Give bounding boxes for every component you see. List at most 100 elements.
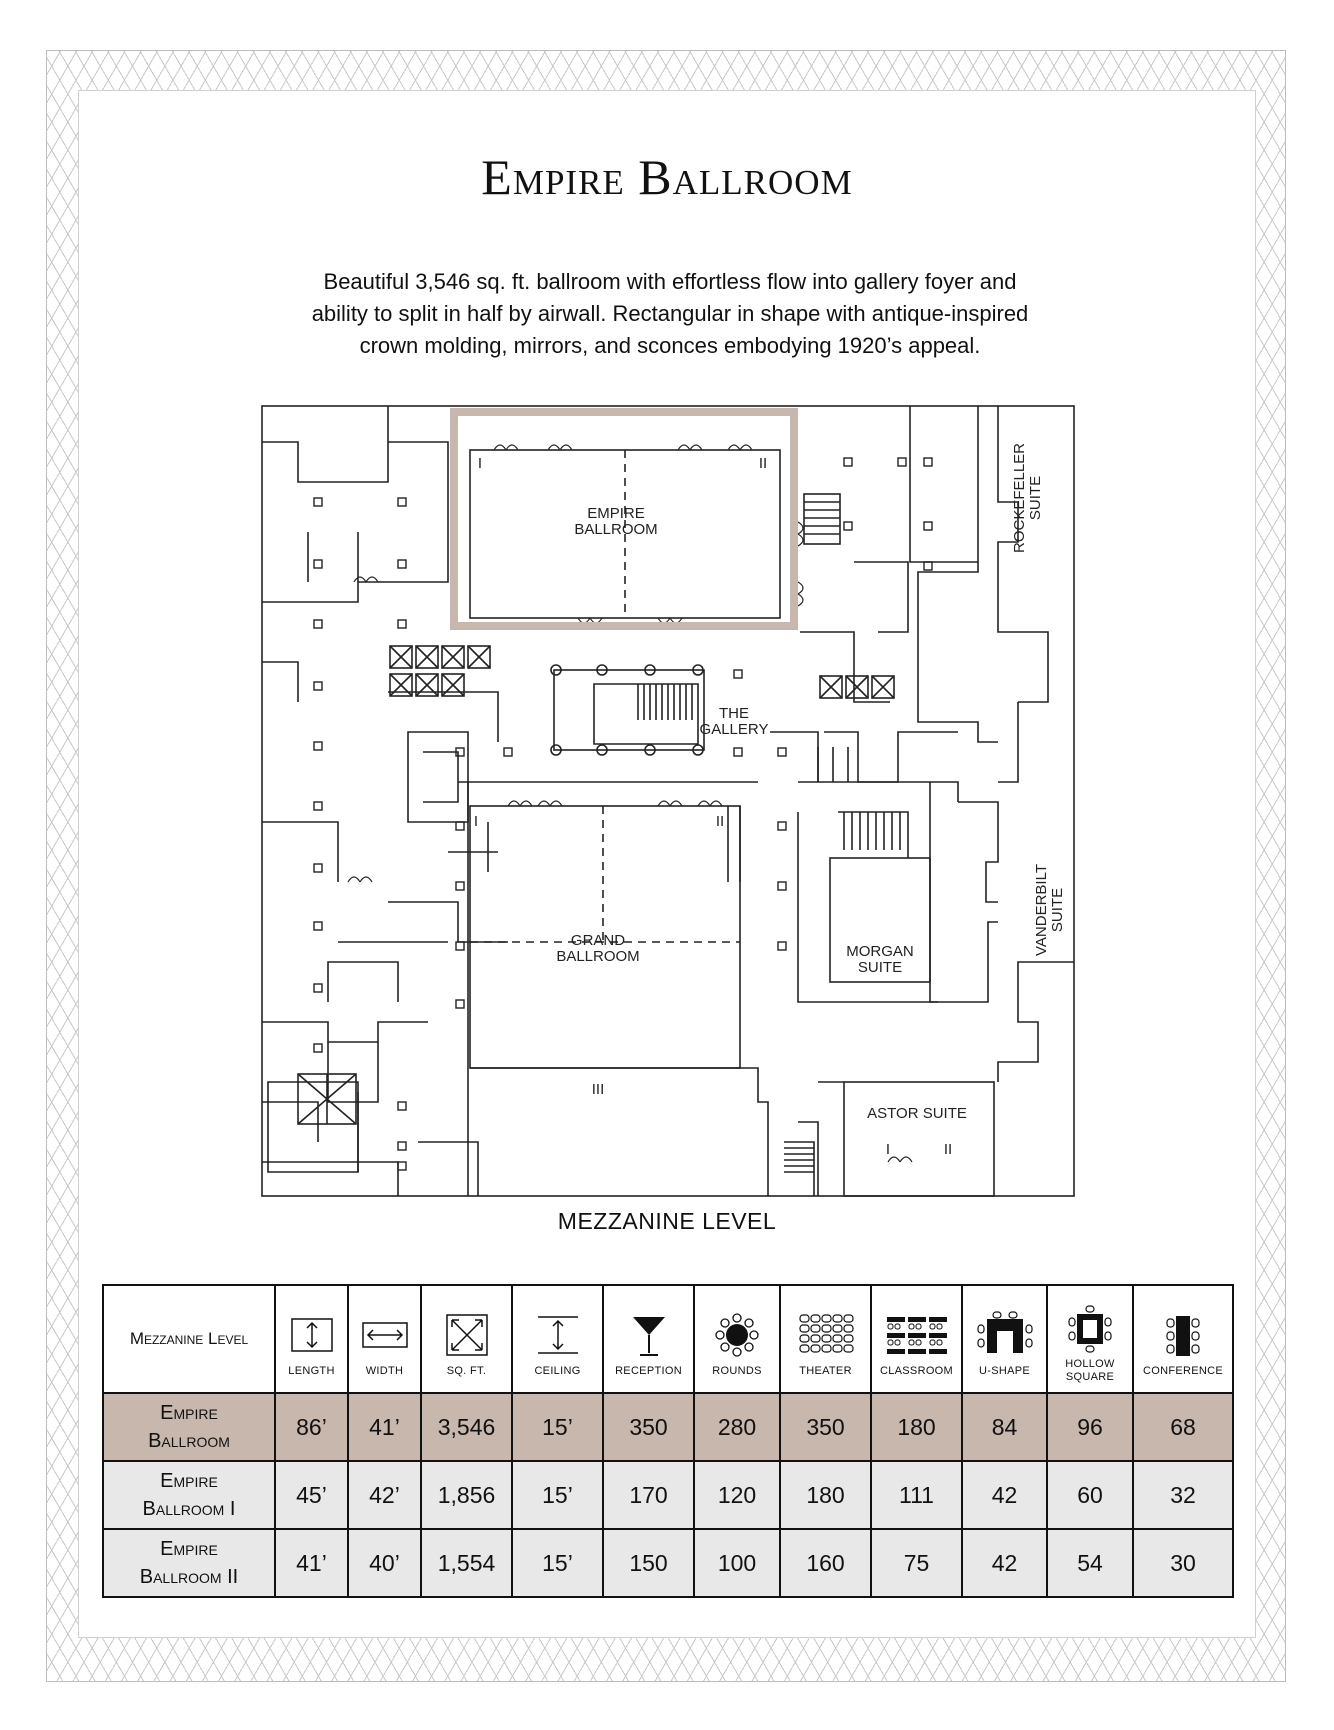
table-cell: 42’ xyxy=(347,1460,422,1530)
table-cell: 84 xyxy=(961,1392,1048,1462)
column-header: CEILING xyxy=(511,1284,604,1394)
row-name: Ballroom xyxy=(148,1430,230,1452)
row-name-cell: Empire Ballroom II xyxy=(102,1528,276,1598)
hollow-square-icon xyxy=(1068,1305,1112,1353)
classroom-seating-icon xyxy=(886,1316,947,1354)
table-cell: 150 xyxy=(602,1528,695,1598)
table-cell: 60 xyxy=(1046,1460,1134,1530)
martini-icon xyxy=(632,1316,665,1356)
column-label: THEATER xyxy=(799,1364,852,1377)
table-cell: 350 xyxy=(602,1392,695,1462)
plan-label-rockefeller: ROCKEFELLER xyxy=(1011,443,1028,553)
table-header-label-text: Mezzanine Level xyxy=(129,1329,249,1348)
description: Beautiful 3,546 sq. ft. ballroom with ef… xyxy=(260,266,1080,362)
length-icon xyxy=(290,1317,333,1352)
conference-table-icon xyxy=(1166,1315,1200,1356)
table-cell: 42 xyxy=(961,1460,1048,1530)
table-row: Empire Ballroom I 45’ 42’ 1,856 15’ 170 … xyxy=(102,1460,1234,1530)
table-cell: 45’ xyxy=(274,1460,349,1530)
table-cell: 1,856 xyxy=(420,1460,513,1530)
row-name: Empire xyxy=(160,1470,218,1492)
table-cell: 40’ xyxy=(347,1528,422,1598)
plan-label-morgan: SUITE xyxy=(858,959,902,976)
column-label: WIDTH xyxy=(365,1364,404,1377)
row-name: Empire xyxy=(160,1538,218,1560)
column-label: CLASSROOM xyxy=(880,1364,953,1377)
table-cell: 180 xyxy=(779,1460,872,1530)
capacity-table: Mezzanine Level LENGTH WIDTH SQ. FT. xyxy=(102,1284,1234,1598)
column-label: RECEPTION xyxy=(615,1364,682,1377)
column-label: CEILING xyxy=(534,1364,581,1377)
table-cell: 120 xyxy=(693,1460,781,1530)
plan-label-section: I xyxy=(886,1141,890,1158)
u-shape-icon xyxy=(976,1310,1033,1353)
plan-label-vanderbilt: SUITE xyxy=(1049,888,1066,932)
column-header: HOLLOW SQUARE xyxy=(1046,1284,1134,1394)
plan-label-astor: ASTOR SUITE xyxy=(867,1105,967,1122)
description-line: crown molding, mirrors, and sconces embo… xyxy=(359,333,981,358)
column-label: LENGTH xyxy=(288,1364,335,1377)
table-cell: 42 xyxy=(961,1528,1048,1598)
table-cell: 32 xyxy=(1132,1460,1234,1530)
round-table-icon xyxy=(715,1312,759,1357)
table-cell: 100 xyxy=(693,1528,781,1598)
table-row: Empire Ballroom II 41’ 40’ 1,554 15’ 150… xyxy=(102,1528,1234,1598)
plan-label-section: II xyxy=(716,813,724,830)
description-line: ability to split in half by airwall. Rec… xyxy=(311,301,1029,326)
plan-label-section: I xyxy=(474,813,478,830)
table-cell: 68 xyxy=(1132,1392,1234,1462)
description-line: Beautiful 3,546 sq. ft. ballroom with ef… xyxy=(323,269,1017,294)
table-cell: 170 xyxy=(602,1460,695,1530)
column-header: U-SHAPE xyxy=(961,1284,1048,1394)
floor-plan: EMPIRE BALLROOM I II THE GALLERY GRAND B… xyxy=(261,405,1075,1197)
row-name-cell: Empire Ballroom I xyxy=(102,1460,276,1530)
table-cell: 160 xyxy=(779,1528,872,1598)
page-title: Empire Ballroom xyxy=(481,149,853,205)
table-cell: 15’ xyxy=(511,1460,604,1530)
row-name: Ballroom I xyxy=(142,1498,236,1520)
table-header-label: Mezzanine Level xyxy=(102,1284,276,1394)
column-header: CONFERENCE xyxy=(1132,1284,1234,1394)
sqft-icon xyxy=(445,1313,488,1356)
table-cell: 86’ xyxy=(274,1392,349,1462)
table-cell: 30 xyxy=(1132,1528,1234,1598)
table-cell: 3,546 xyxy=(420,1392,513,1462)
plan-label-section: III xyxy=(592,1081,605,1098)
plan-label-section: II xyxy=(759,455,767,472)
plan-label-morgan: MORGAN xyxy=(846,943,914,960)
column-label: SQ. FT. xyxy=(446,1364,487,1377)
table-cell: 280 xyxy=(693,1392,781,1462)
table-header-row: Mezzanine Level LENGTH WIDTH SQ. FT. xyxy=(102,1284,1234,1394)
column-label: ROUNDS xyxy=(712,1364,762,1377)
table-cell: 180 xyxy=(870,1392,963,1462)
row-name: Ballroom II xyxy=(139,1566,239,1588)
table-cell: 41’ xyxy=(274,1528,349,1598)
column-header: THEATER xyxy=(779,1284,872,1394)
table-cell: 75 xyxy=(870,1528,963,1598)
plan-label-empire: BALLROOM xyxy=(574,521,657,538)
plan-label-gallery: GALLERY xyxy=(700,721,769,738)
plan-label-grand: GRAND xyxy=(571,932,625,949)
plan-label-vanderbilt: VANDERBILT xyxy=(1033,864,1050,956)
column-label: HOLLOW SQUARE xyxy=(1065,1358,1115,1383)
table-cell: 15’ xyxy=(511,1392,604,1462)
table-cell: 15’ xyxy=(511,1528,604,1598)
building-outline xyxy=(261,405,1075,1197)
table-cell: 350 xyxy=(779,1392,872,1462)
table-cell: 41’ xyxy=(347,1392,422,1462)
column-header: WIDTH xyxy=(347,1284,422,1394)
plan-label-gallery: THE xyxy=(719,705,749,722)
width-icon xyxy=(361,1321,408,1348)
table-row: Empire Ballroom 86’ 41’ 3,546 15’ 350 28… xyxy=(102,1392,1234,1462)
table-cell: 111 xyxy=(870,1460,963,1530)
row-name-cell: Empire Ballroom xyxy=(102,1392,276,1462)
column-label: CONFERENCE xyxy=(1142,1364,1223,1377)
empire-ballroom-highlight xyxy=(450,408,798,630)
column-header: CLASSROOM xyxy=(870,1284,963,1394)
plan-label-rockefeller: SUITE xyxy=(1027,476,1044,520)
table-cell: 54 xyxy=(1046,1528,1134,1598)
column-header: LENGTH xyxy=(274,1284,349,1394)
column-header: RECEPTION xyxy=(602,1284,695,1394)
column-header: SQ. FT. xyxy=(420,1284,513,1394)
plan-label-grand: BALLROOM xyxy=(556,948,639,965)
